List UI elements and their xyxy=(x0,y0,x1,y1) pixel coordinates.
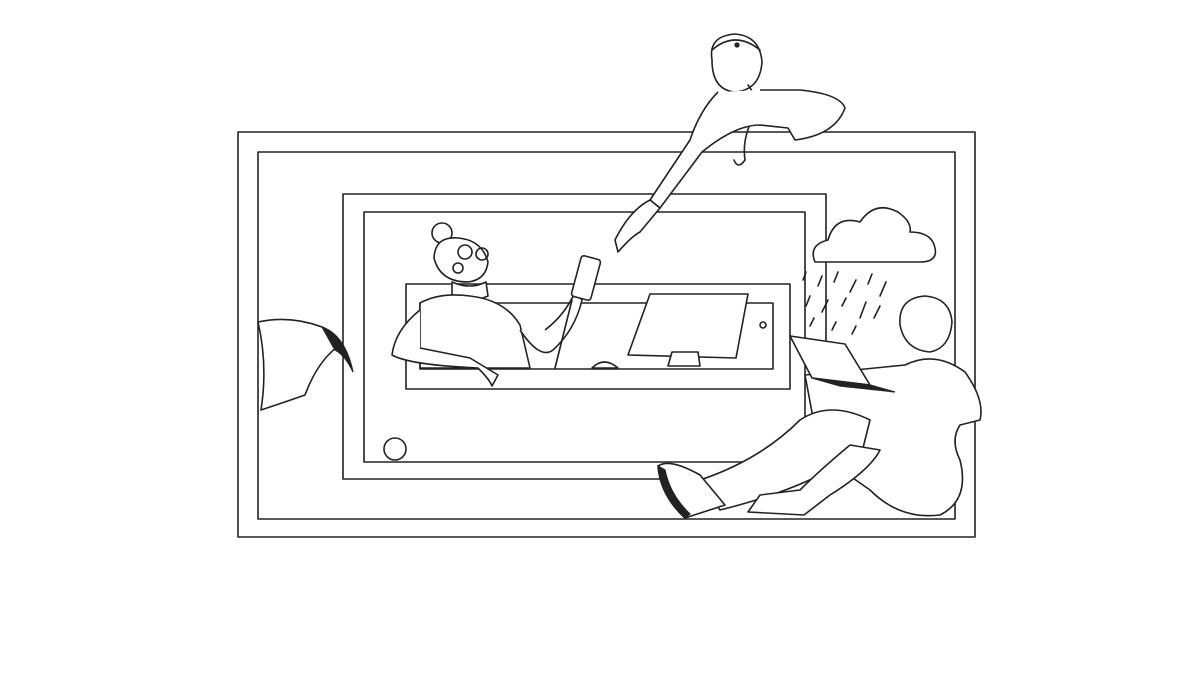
monitor-icon xyxy=(554,293,749,369)
ball xyxy=(383,437,407,461)
rain-cloud-icon xyxy=(802,206,937,335)
laptop-icon xyxy=(789,335,871,386)
woman-with-braid xyxy=(614,33,846,253)
man-with-laptop xyxy=(657,295,982,519)
dot xyxy=(759,321,767,329)
frame-3 xyxy=(342,193,827,480)
frame-4 xyxy=(363,211,806,463)
phone-icon xyxy=(570,255,602,301)
outer-frame xyxy=(237,131,976,538)
frame-2 xyxy=(257,151,956,520)
mouse-icon xyxy=(591,361,619,369)
woman-with-phone xyxy=(391,222,602,387)
paper-sheet-icon xyxy=(257,318,354,411)
